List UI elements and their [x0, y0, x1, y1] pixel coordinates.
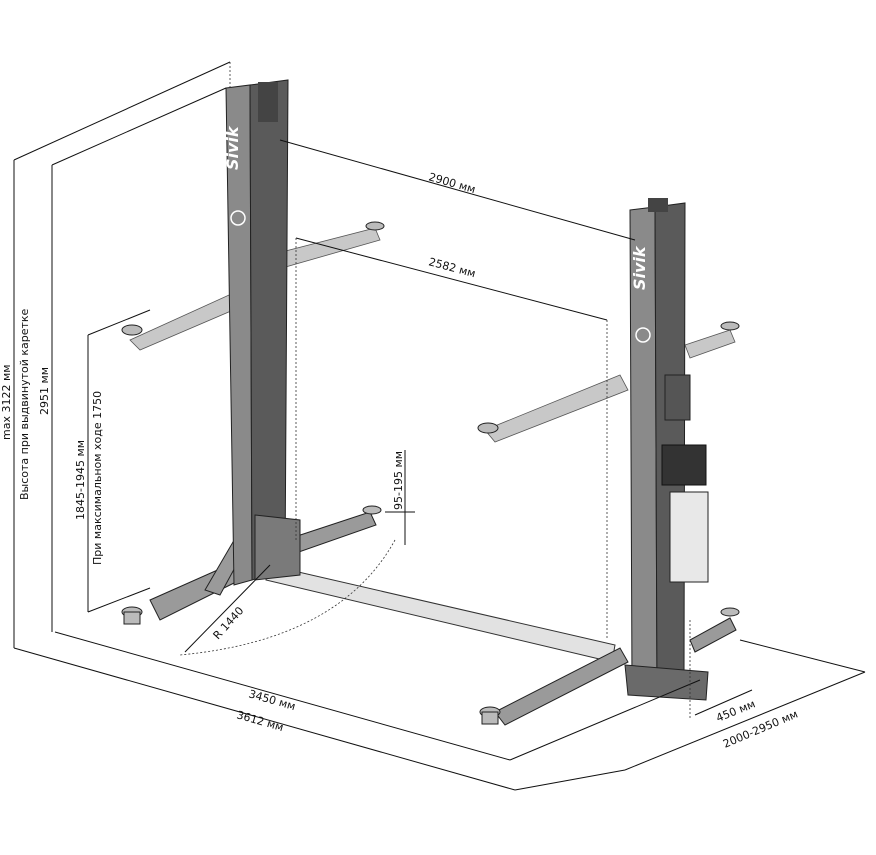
post-height-label: 2951 мм	[38, 367, 51, 415]
brand-logo-left: Sivik	[223, 125, 242, 170]
left-post: Sivik	[223, 79, 301, 586]
logo-emblem-icon	[635, 327, 651, 343]
right-upper-arms	[477, 321, 740, 443]
width-inner-label: 3450 мм	[247, 687, 297, 713]
logo-emblem-icon	[230, 210, 246, 226]
arm-radius-label: R 1440	[211, 604, 247, 642]
lift-height-label: 1845-1945 мм	[74, 440, 87, 520]
width-outer-label: 3612 мм	[235, 708, 285, 734]
outer-width-label: 2900 мм	[427, 170, 477, 196]
pad-height-label: 95-195 мм	[392, 451, 405, 510]
lift-height-note: При максимальном ходе 1750	[91, 391, 104, 565]
base-beam	[265, 564, 616, 663]
max-height-note: Высота при выдвинутой каретке	[18, 308, 31, 500]
right-lower-arms	[479, 607, 740, 726]
brand-logo-right: Sivik	[630, 245, 649, 290]
inner-width-label: 2582 мм	[427, 255, 477, 280]
max-height-label: max 3122 мм	[0, 364, 13, 440]
base-depth-label: 450 мм	[714, 697, 757, 724]
right-post: Sivik	[624, 198, 709, 701]
dimension-lines	[13, 61, 866, 791]
